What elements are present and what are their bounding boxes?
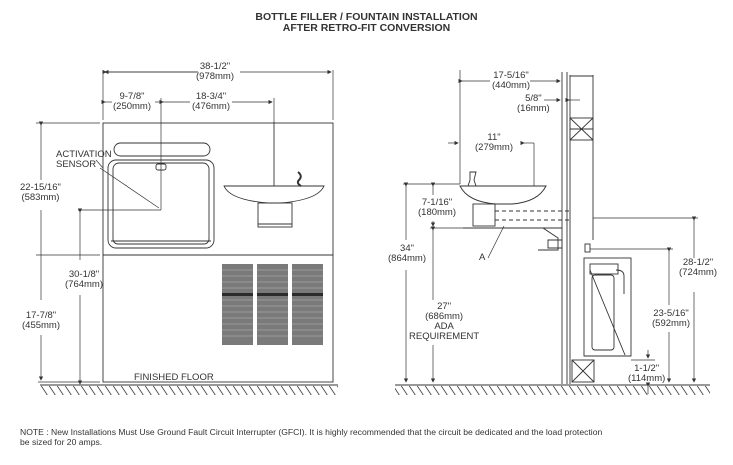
dim-mm: (864mm)	[388, 253, 427, 264]
wall-blocking-bottom	[571, 359, 595, 383]
dim-inches: 17-7/8"	[25, 310, 57, 321]
dim-inches: 18-3/4"	[195, 91, 227, 102]
label-line: SENSOR	[56, 159, 97, 170]
dim-mm: (180mm)	[418, 207, 457, 218]
dim-mm: (583mm)	[21, 192, 60, 203]
grille-panel	[292, 264, 323, 345]
side-dimensions	[403, 70, 698, 394]
dim-inches: 11"	[487, 132, 501, 143]
wall-gap-dim: 5/8"(16mm)	[517, 94, 550, 114]
support-bracket	[543, 227, 563, 249]
dim-inches: 17-5/16"	[493, 70, 529, 81]
dim-inches: 30-1/8"	[68, 269, 100, 280]
dim-inches: 28-1/2"	[682, 257, 714, 268]
dim-inches: 5/8"	[525, 93, 542, 104]
dim-inches: 38-1/2"	[199, 61, 231, 72]
label-line: ACTIVATION	[56, 149, 112, 160]
supply-height-dim: 28-1/2"(724mm)	[679, 258, 717, 278]
fountain-bowl	[223, 185, 325, 204]
side-bubbler	[467, 171, 477, 187]
floor-hatching	[40, 384, 710, 395]
front-view	[102, 122, 334, 383]
note-line2: be sized for 20 amps.	[20, 437, 103, 447]
filter-base-dim: 1-1/2"(114mm)	[628, 364, 665, 384]
dim-inches: 1-1/2"	[634, 363, 660, 374]
grille-vents	[222, 264, 323, 345]
sensor-offset-dim: 9-7/8"(250mm)	[113, 92, 151, 112]
dim-mm: (686mm)	[425, 311, 464, 322]
dim-inches: 22-15/16"	[20, 182, 61, 193]
bowl-depth-dim: 7-1/16"(180mm)	[418, 198, 456, 218]
depth-dim: 17-5/16"(440mm)	[492, 71, 530, 91]
bottle-filler-basin	[107, 159, 215, 249]
upper-height-dim: 22-15/16"(583mm)	[20, 183, 61, 203]
dim-inches: 9-7/8"	[119, 91, 145, 102]
bowl-width-dim: 11"(279mm)	[475, 133, 513, 153]
sensor-height-dim: 30-1/8"(764mm)	[65, 270, 103, 290]
filter-cartridge	[591, 274, 615, 351]
dim-mm: (764mm)	[65, 279, 104, 290]
dim-mm: (978mm)	[196, 71, 235, 82]
sensor-bar	[113, 142, 211, 157]
requirement-label: REQUIREMENT	[409, 331, 480, 342]
dim-inches: 27"	[437, 301, 452, 312]
side-valve-box	[472, 203, 496, 227]
fountain-valve-box	[257, 202, 293, 228]
dim-mm: (592mm)	[652, 318, 691, 329]
dim-inches: 23-5/16"	[653, 308, 689, 319]
callout-a: A	[479, 252, 486, 263]
rim-height-dim: 34"(864mm)	[388, 244, 426, 264]
dim-mm: (455mm)	[22, 320, 61, 331]
note-line1: NOTE : New Installations Must Use Ground…	[20, 427, 603, 437]
dim-mm: (440mm)	[492, 80, 531, 91]
dim-inches: 34"	[400, 243, 414, 254]
cabinet-outline	[102, 122, 334, 383]
front-dimensions	[36, 69, 334, 385]
dim-mm: (279mm)	[475, 142, 514, 153]
bubbler-icon	[296, 171, 302, 187]
dim-mm: (114mm)	[628, 373, 666, 384]
installation-note: NOTE : New Installations Must Use Ground…	[20, 427, 720, 447]
filter-height-dim: 23-5/16"(592mm)	[652, 309, 690, 329]
grille-panel	[222, 264, 253, 345]
dim-inches: 7-1/16"	[421, 197, 453, 208]
valve-b	[584, 243, 591, 253]
dim-mm: (476mm)	[192, 101, 231, 112]
diagram-title-line1: BOTTLE FILLER / FOUNTAIN INSTALLATION	[255, 11, 478, 23]
lower-height-dim: 17-7/8"(455mm)	[22, 311, 60, 331]
grille-panel	[257, 264, 288, 345]
ada-label: ADA	[434, 321, 454, 332]
dim-mm: (724mm)	[679, 267, 718, 278]
side-bowl	[459, 185, 547, 205]
dim-mm: (16mm)	[517, 103, 550, 114]
diagram-title-line2: AFTER RETRO-FIT CONVERSION	[282, 22, 451, 34]
dim-mm: (250mm)	[113, 101, 152, 112]
finished-floor-label: FINISHED FLOOR	[134, 372, 214, 383]
overall-width-dim: 38-1/2"(978mm)	[196, 62, 234, 82]
side-view	[459, 72, 632, 384]
fountain-offset-dim: 18-3/4"(476mm)	[192, 92, 230, 112]
